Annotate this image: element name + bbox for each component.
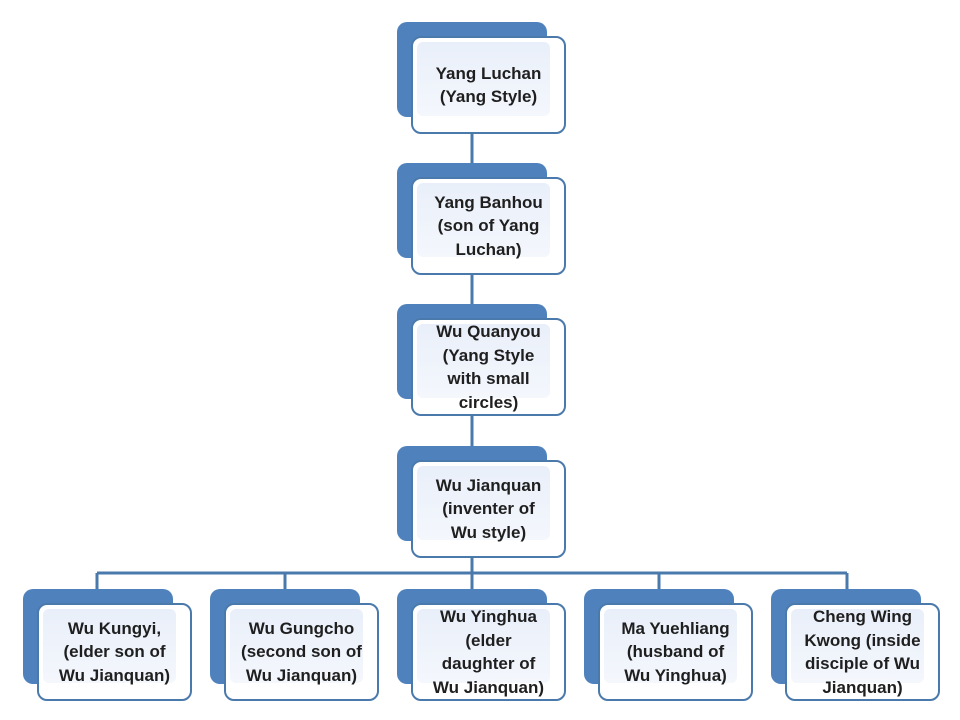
node-label: Yang Luchan (Yang Style) <box>435 63 542 107</box>
node-label: Yang Banhou (son of Yang Luchan) <box>434 192 543 259</box>
node-box: Yang Banhou (son of Yang Luchan) <box>411 177 566 275</box>
node-label: Wu Yinghua (elder daughter of Wu Jianqua… <box>432 607 545 697</box>
node-label: Ma Yuehliang (husband of Wu Yinghua) <box>621 618 730 685</box>
node-box: Wu Jianquan (inventer of Wu style) <box>411 460 566 558</box>
node-label: Wu Gungcho (second son of Wu Jianquan) <box>241 618 362 685</box>
node-box: Cheng Wing Kwong (inside disciple of Wu … <box>785 603 940 701</box>
node-box: Wu Kungyi, (elder son of Wu Jianquan) <box>37 603 192 701</box>
node-box: Wu Gungcho (second son of Wu Jianquan) <box>224 603 379 701</box>
node-box: Ma Yuehliang (husband of Wu Yinghua) <box>598 603 753 701</box>
node-label: Cheng Wing Kwong (inside disciple of Wu … <box>804 607 921 697</box>
node-box: Yang Luchan (Yang Style) <box>411 36 566 134</box>
node-box: Wu Quanyou (Yang Style with small circle… <box>411 318 566 416</box>
node-label: Wu Kungyi, (elder son of Wu Jianquan) <box>58 618 171 685</box>
node-box: Wu Yinghua (elder daughter of Wu Jianqua… <box>411 603 566 701</box>
node-label: Wu Quanyou (Yang Style with small circle… <box>436 322 541 412</box>
node-label: Wu Jianquan (inventer of Wu style) <box>435 475 542 542</box>
